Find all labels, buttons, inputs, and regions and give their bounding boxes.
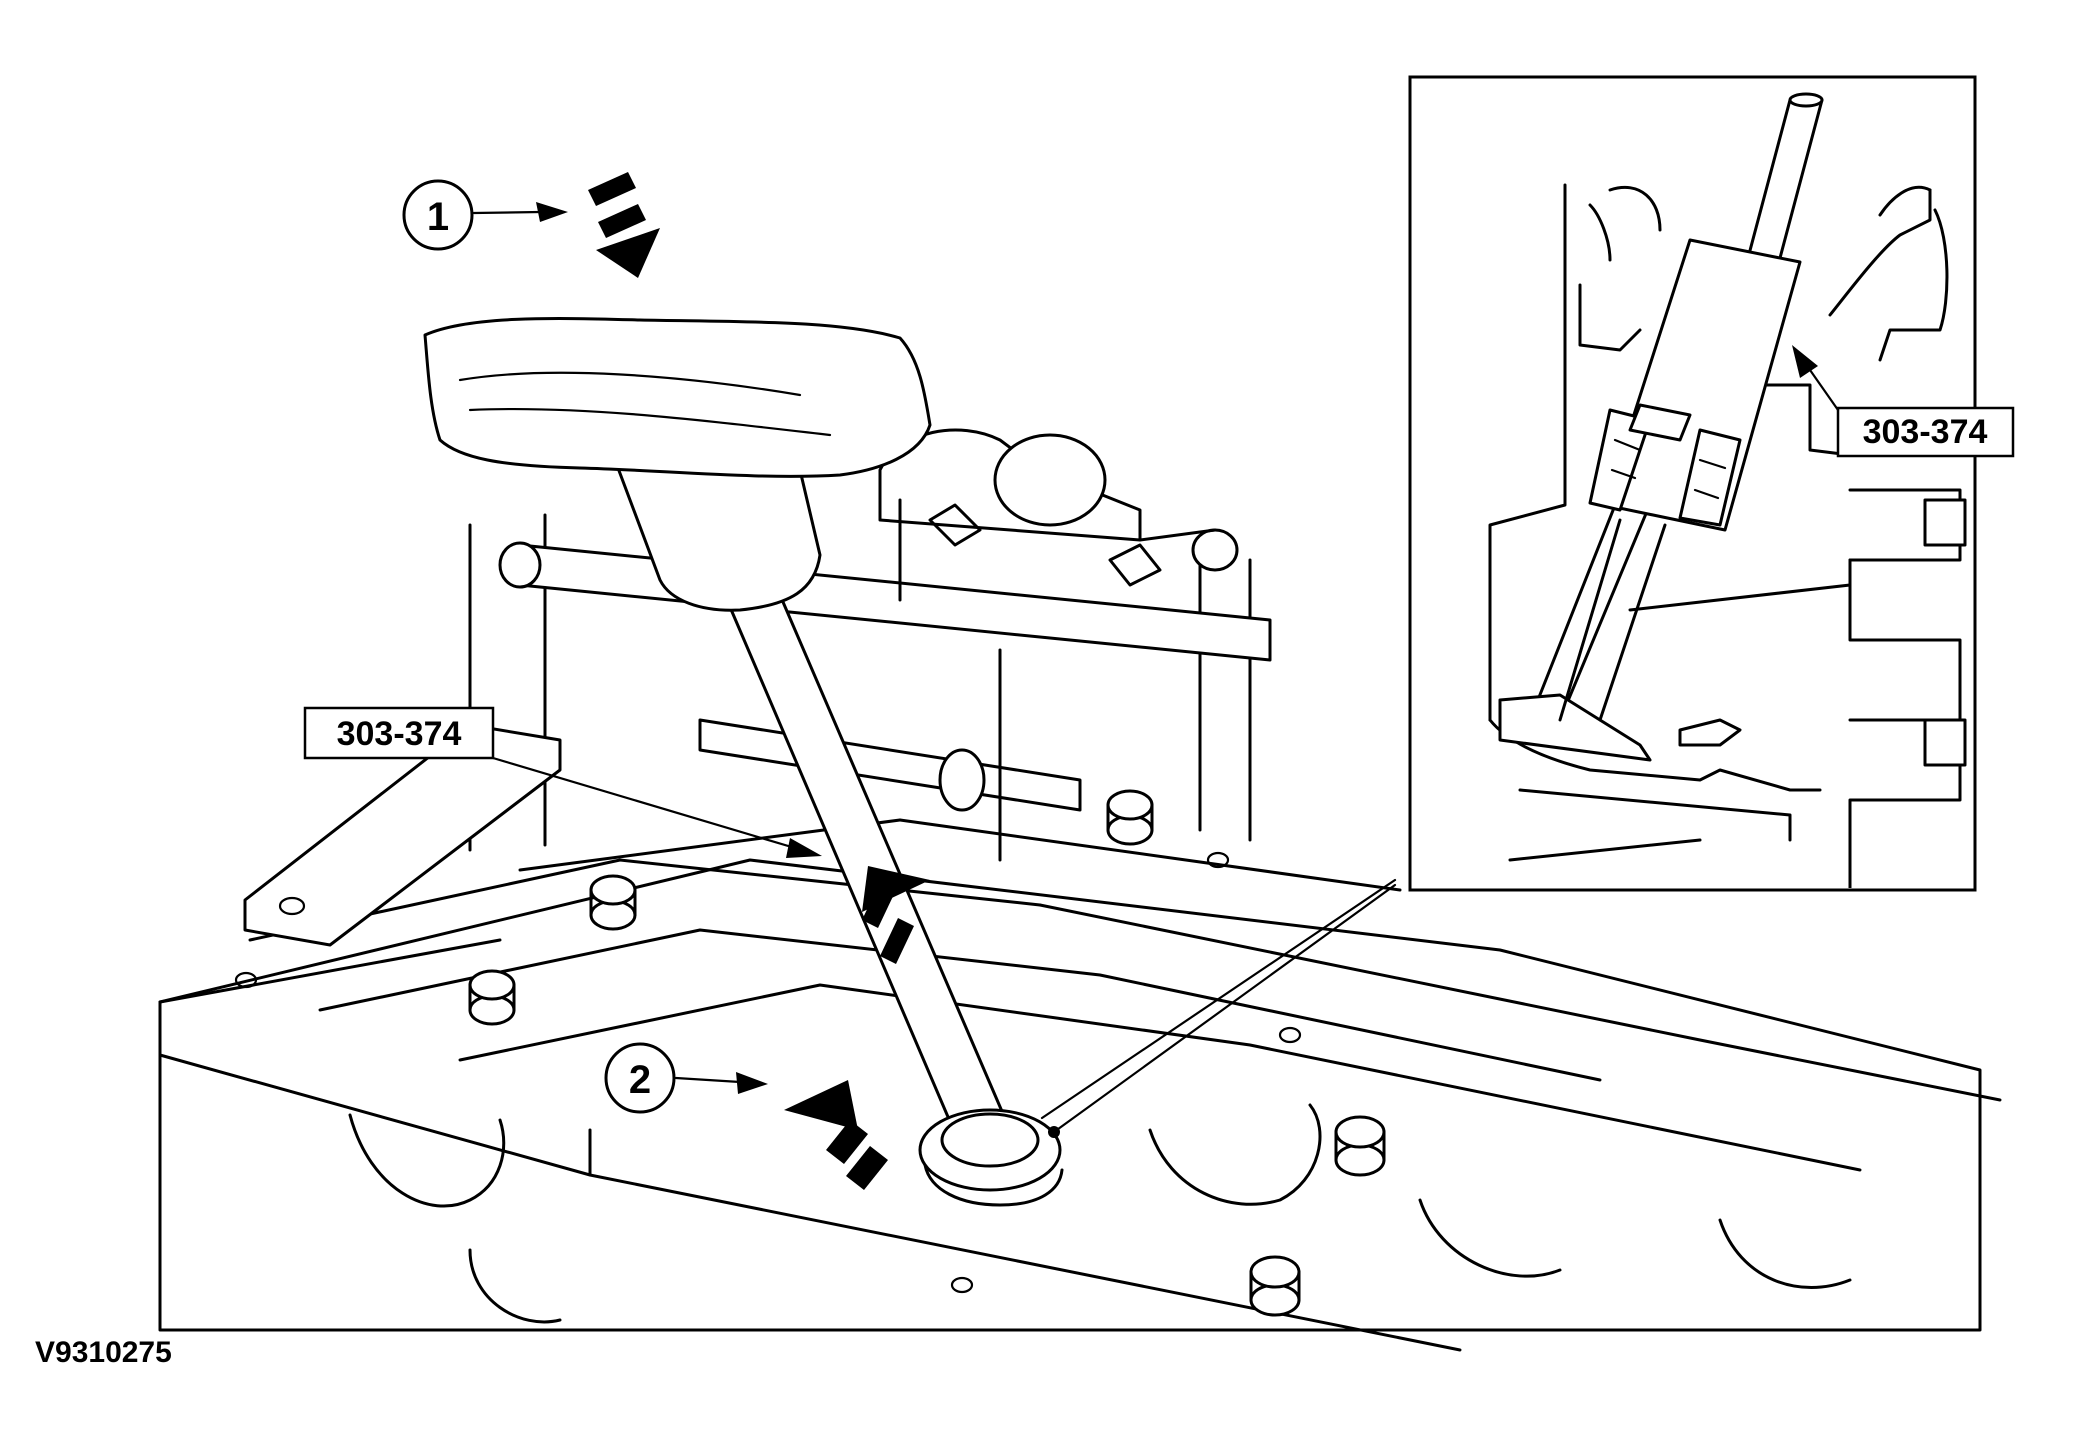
tool-label-main-text: 303-374 [337, 715, 462, 753]
cylinder-head [158, 428, 2002, 1352]
motion-arrow-up-icon [862, 866, 930, 964]
tool-label-main: 303-374 [303, 706, 822, 858]
detail-inset: 303-374 [1408, 75, 2015, 892]
tool-label-detail-text: 303-374 [1863, 413, 1988, 451]
callout-1: 1 [402, 179, 568, 251]
callout-2: 2 [604, 1042, 768, 1114]
motion-arrow-1-icon [588, 172, 660, 278]
callout-2-number: 2 [629, 1058, 651, 1102]
tool-label-detail: 303-374 [1792, 345, 2015, 458]
callout-1-number: 1 [427, 195, 449, 239]
detail-leader-lower [1052, 883, 1397, 1134]
figure-id: V9310275 [35, 1336, 172, 1369]
cam-bearing-cap [468, 428, 1272, 862]
motion-arrow-2-icon [784, 1080, 888, 1190]
head-bosses [234, 789, 1386, 1317]
detail-leader-upper [1040, 878, 1397, 1120]
